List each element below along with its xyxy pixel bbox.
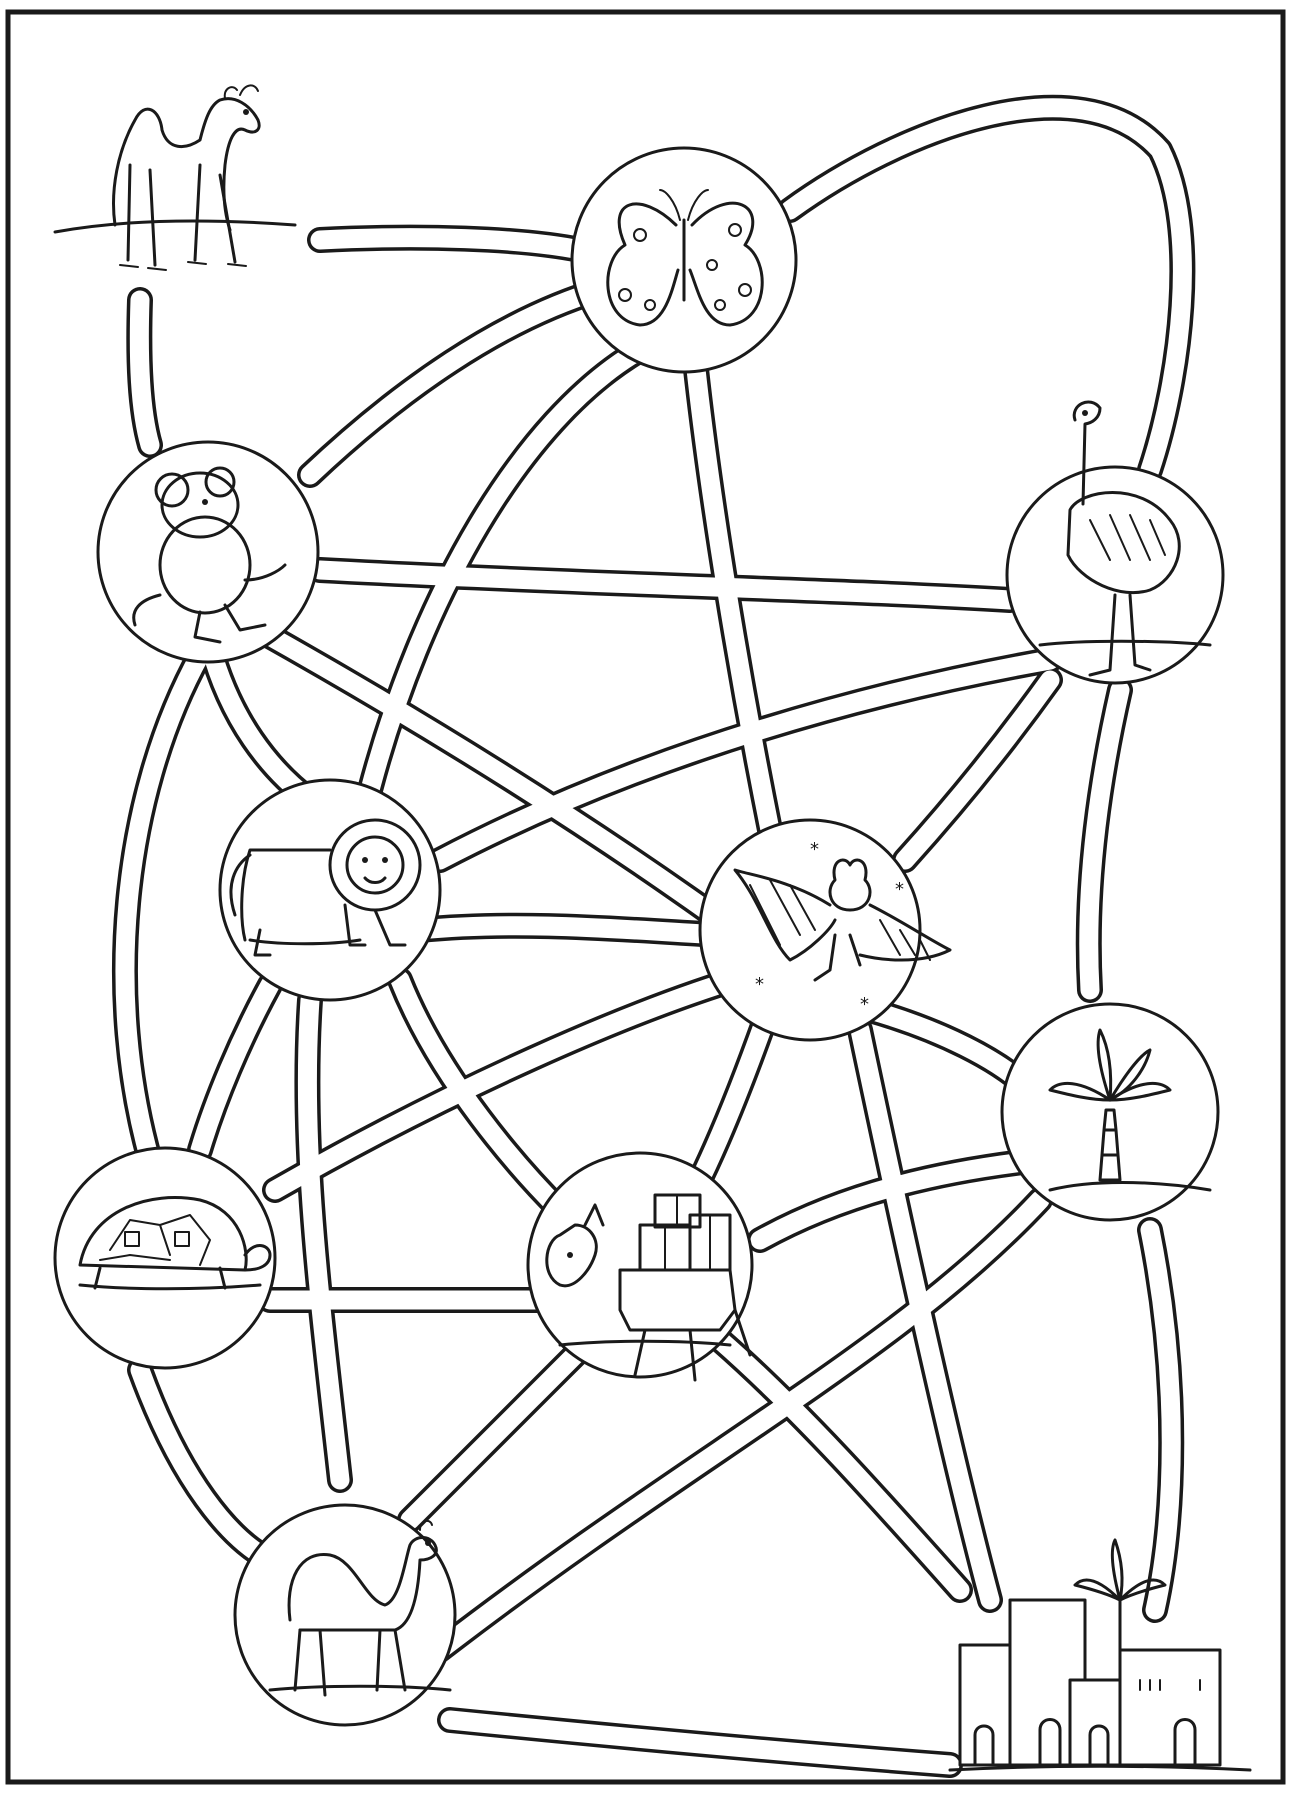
star-glyph: * [860, 994, 869, 1015]
star-glyph: * [810, 839, 819, 860]
camel-start-icon [55, 85, 295, 270]
butterfly-node [572, 148, 796, 372]
star-glyph: * [895, 879, 904, 900]
tortoise-node [55, 1148, 275, 1368]
camel-bottom-node [235, 1505, 455, 1725]
palm-tree-node [1002, 1004, 1218, 1220]
lion-node [220, 780, 440, 1000]
star-glyph: * [755, 974, 764, 995]
donkey-node [528, 1153, 752, 1380]
ostrich-node [1007, 402, 1223, 683]
mouse-node [98, 442, 318, 662]
